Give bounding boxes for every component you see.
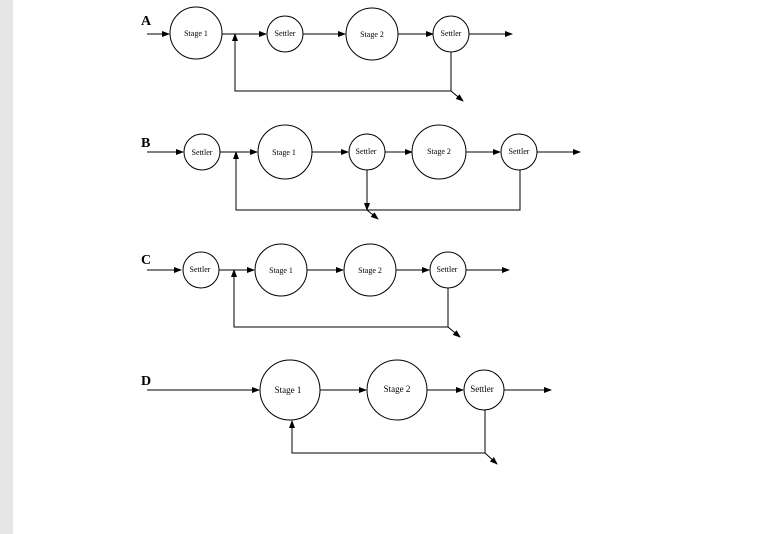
panel-d-purge-arrow — [484, 452, 498, 465]
panel-d: D Stage 1 Stage 2 Settler — [141, 359, 552, 465]
panel-a-node-4: Settler — [432, 15, 470, 53]
panel-c-node-2: Stage 1 — [254, 243, 308, 297]
panel-b-purge-arrow — [366, 209, 379, 220]
panel-b-node-5-label: Settler — [509, 147, 530, 156]
panel-b-node-2: Stage 1 — [257, 124, 313, 180]
panel-d-node-1: Stage 1 — [259, 359, 321, 421]
panel-c-purge-arrow — [447, 326, 461, 338]
panel-b: B Settler Stage 1 Settler Stage 2 — [141, 124, 581, 220]
panel-b-node-1: Settler — [183, 133, 221, 171]
panel-b-node-3: Settler — [348, 133, 386, 171]
panel-d-node-1-label: Stage 1 — [275, 385, 302, 395]
panel-b-node-5: Settler — [500, 133, 538, 171]
panel-c-node-3-label: Stage 2 — [358, 266, 382, 275]
panel-a-node-2: Settler — [266, 15, 304, 53]
panel-b-node-4-label: Stage 2 — [427, 147, 451, 156]
panel-d-node-2: Stage 2 — [366, 359, 428, 421]
panel-a-node-3-label: Stage 2 — [360, 30, 384, 39]
panel-a-purge-arrow — [450, 90, 464, 102]
panel-a-node-4-label: Settler — [441, 29, 462, 38]
panel-c-letter: C — [141, 253, 151, 268]
panel-b-letter: B — [141, 136, 150, 151]
panel-b-node-2-label: Stage 1 — [272, 148, 296, 157]
panel-c-node-3: Stage 2 — [343, 243, 397, 297]
panel-a-letter: A — [141, 14, 152, 29]
panel-a-node-2-label: Settler — [275, 29, 296, 38]
panel-d-node-3: Settler — [463, 369, 505, 411]
left-scrollbar-edge — [0, 0, 13, 534]
panel-c-node-1: Settler — [182, 251, 220, 289]
panel-d-node-3-label: Settler — [470, 384, 494, 394]
panel-c-node-4-label: Settler — [437, 265, 458, 274]
panel-a-stage-circle — [169, 6, 223, 60]
panel-a-node-1-label: Stage 1 — [184, 29, 208, 38]
panel-a-recycle-line — [232, 33, 452, 92]
panel-b-node-4: Stage 2 — [411, 124, 467, 180]
panel-a-node-3: Stage 2 — [345, 7, 399, 61]
panel-b-node-3-label: Settler — [356, 147, 377, 156]
panel-c-node-4: Settler — [429, 251, 467, 289]
panel-a: A Stage 1 Settler Stage 2 Settler — [141, 6, 513, 102]
panel-b-node-1-label: Settler — [192, 148, 213, 157]
panel-c: C Settler Stage 1 Stage 2 Settler — [141, 243, 510, 338]
panel-c-recycle-line — [231, 269, 449, 328]
panel-d-node-2-label: Stage 2 — [384, 384, 411, 394]
panel-b-recycle-line — [233, 151, 521, 211]
panel-a-node-1: Stage 1 — [169, 6, 223, 60]
panel-d-recycle-line — [289, 410, 486, 454]
panel-c-node-2-label: Stage 1 — [269, 266, 293, 275]
panel-d-letter: D — [141, 374, 151, 389]
panel-c-node-1-label: Settler — [190, 265, 211, 274]
